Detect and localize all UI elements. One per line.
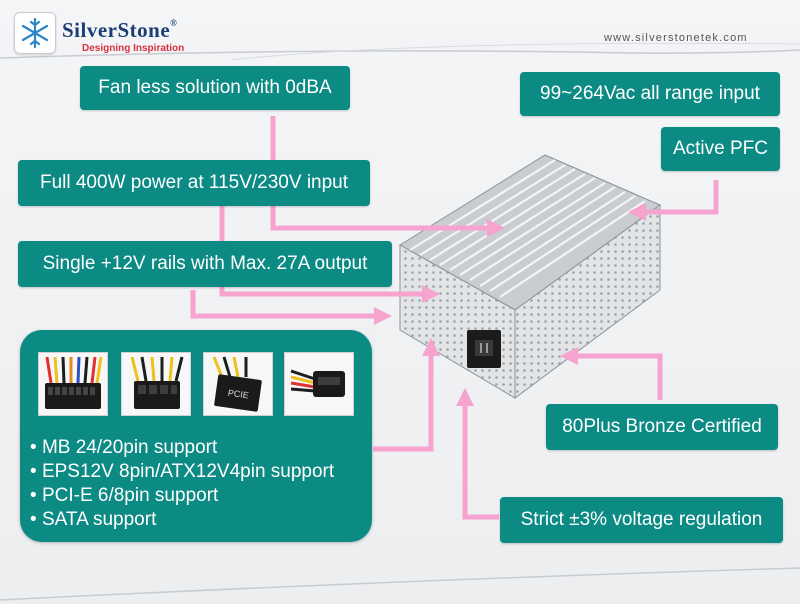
feature-efficiency: 80Plus Bronze Certified xyxy=(546,404,778,450)
feature-rail: Single +12V rails with Max. 27A output xyxy=(18,241,392,287)
feature-input-range: 99~264Vac all range input xyxy=(520,72,780,116)
pcie-connector-image: PCIE xyxy=(203,352,273,416)
brand-logo: SilverStone® Designing Inspiration xyxy=(14,12,224,56)
brand-tagline: Designing Inspiration xyxy=(82,43,185,54)
feature-fanless: Fan less solution with 0dBA xyxy=(80,66,350,110)
eps-8pin-connector-image xyxy=(121,352,191,416)
website-url[interactable]: www.silverstonetek.com xyxy=(604,32,748,44)
list-item: • EPS12V 8pin/ATX12V4pin support xyxy=(30,461,335,482)
header-swoosh xyxy=(0,42,800,60)
footer-swoosh xyxy=(0,567,800,601)
connector-item-sata: SATA support xyxy=(41,509,157,530)
feature-power: Full 400W power at 115V/230V input xyxy=(18,160,370,206)
connector-support-list: • MB 24/20pin support • EPS12V 8pin/ATX1… xyxy=(30,436,334,532)
connector-item-pcie: PCI-E 6/8pin support xyxy=(41,485,219,506)
psu-image xyxy=(399,154,662,399)
connector-item-mb: MB 24/20pin support xyxy=(41,437,218,458)
snowflake-logo-icon xyxy=(14,12,56,54)
mb-24pin-connector-image xyxy=(38,352,108,416)
list-item: • PCI-E 6/8pin support xyxy=(30,485,219,506)
connectors-panel: PCIE • MB 24/20pin support • EPS12V 8pin… xyxy=(20,330,372,542)
list-item: • MB 24/20pin support xyxy=(30,437,218,458)
connector-item-eps: EPS12V 8pin/ATX12V4pin support xyxy=(41,461,335,482)
feature-pfc: Active PFC xyxy=(661,127,780,171)
feature-regulation: Strict ±3% voltage regulation xyxy=(500,497,783,543)
pcie-label: PCIE xyxy=(227,388,249,401)
list-item: • SATA support xyxy=(30,509,157,530)
sata-connector-image xyxy=(284,352,354,416)
brand-name: SilverStone xyxy=(62,18,171,42)
registered-mark: ® xyxy=(170,18,178,28)
